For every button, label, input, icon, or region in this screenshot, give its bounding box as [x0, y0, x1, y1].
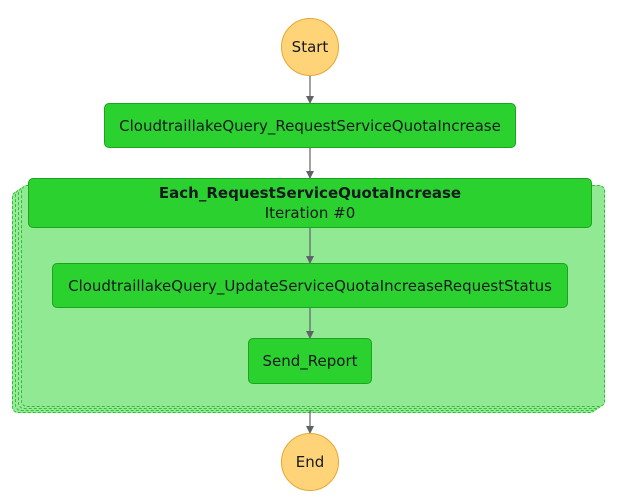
- start-label: Start: [291, 38, 329, 56]
- map-state-title: Each_RequestServiceQuotaIncrease: [158, 184, 462, 202]
- state-label: CloudtraillakeQuery_UpdateServiceQuotaIn…: [68, 276, 552, 295]
- state-label: CloudtraillakeQuery_RequestServiceQuotaI…: [119, 116, 501, 135]
- map-iteration-label: Iteration #0: [264, 204, 356, 222]
- start-node[interactable]: Start: [281, 18, 339, 76]
- state-label: Send_Report: [262, 352, 358, 370]
- map-state-header[interactable]: Each_RequestServiceQuotaIncrease Iterati…: [28, 178, 592, 228]
- state-send-report[interactable]: Send_Report: [248, 338, 372, 384]
- end-node[interactable]: End: [281, 433, 339, 491]
- end-label: End: [295, 453, 325, 471]
- state-query-request-quota-increase[interactable]: CloudtraillakeQuery_RequestServiceQuotaI…: [104, 103, 516, 148]
- state-query-update-request-status[interactable]: CloudtraillakeQuery_UpdateServiceQuotaIn…: [52, 263, 568, 308]
